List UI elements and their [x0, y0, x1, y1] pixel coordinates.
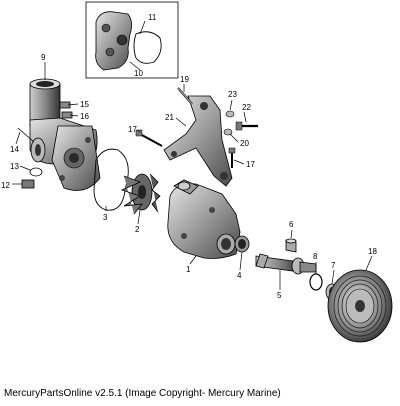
retaining-ring	[309, 273, 323, 291]
drive-pulley	[327, 269, 393, 343]
callout-labels: 11 10 9 15 16 14 13 12 3 2 1 4 5 6 7 8 1…	[1, 13, 377, 300]
callout-23: 21	[165, 113, 174, 122]
callout-15: 15	[80, 100, 89, 109]
bushing	[285, 238, 297, 253]
callout-8: 8	[313, 252, 318, 261]
callout-17-upper: 17	[128, 125, 137, 134]
callout-6: 6	[289, 220, 294, 229]
impeller	[120, 173, 161, 215]
callout-17-lower: 17	[246, 160, 255, 169]
bolt-upper	[135, 129, 163, 147]
callout-12: 12	[1, 181, 10, 190]
bolt-21	[235, 121, 258, 131]
callout-20: 20	[240, 139, 249, 148]
stud	[177, 87, 193, 105]
bolt-lower	[228, 147, 236, 168]
callout-1: 1	[186, 265, 191, 274]
callout-9: 9	[41, 53, 46, 62]
callout-4: 4	[237, 271, 242, 280]
pump-shaft	[255, 253, 317, 275]
callout-10: 10	[134, 69, 143, 78]
callout-13: 13	[10, 162, 19, 171]
callout-21: 22	[242, 103, 251, 112]
callout-2: 2	[135, 225, 140, 234]
callout-11: 11	[148, 13, 157, 22]
callout-22: 23	[228, 90, 237, 99]
mounting-bracket	[163, 95, 233, 187]
callout-5: 5	[277, 291, 282, 300]
thermostat-housing	[17, 78, 101, 191]
inset-gasket-detail	[85, 1, 179, 79]
cover-gasket	[93, 148, 129, 211]
washer-20	[223, 128, 233, 136]
callout-18: 18	[368, 247, 377, 256]
washer-22	[225, 110, 235, 118]
callout-7: 7	[331, 261, 336, 270]
callout-16: 16	[80, 112, 89, 121]
pump-body	[167, 179, 241, 259]
copyright-caption: MercuryPartsOnline v2.5.1 (Image Copyrig…	[4, 388, 281, 399]
shaft-seal	[234, 235, 250, 253]
leader-lines	[12, 20, 373, 290]
callout-3: 3	[103, 213, 108, 222]
callout-14: 14	[10, 145, 19, 154]
callout-19: 19	[180, 75, 189, 84]
